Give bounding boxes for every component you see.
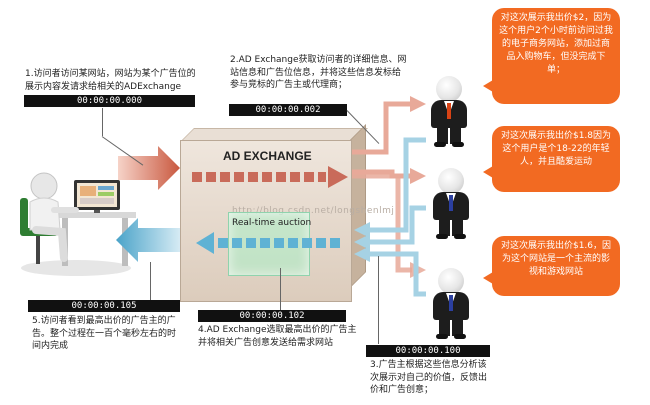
bid-bubble-1: 对这次展示我出价$2，因为这个用户2个小时前访问过我的电子商务网站，添加过商品入… bbox=[483, 8, 620, 104]
step-5-time: 00:00:00.105 bbox=[28, 300, 180, 312]
step-3-time: 00:00:00.100 bbox=[366, 345, 490, 357]
step-2-text: 2.AD Exchange获取访问者的详细信息、网站信息和广告位信息，并将这些信… bbox=[230, 55, 407, 90]
response-arrow-icon bbox=[116, 218, 180, 262]
dashed-request-arrow-icon bbox=[192, 166, 348, 188]
bid-fan-arrows-icon bbox=[352, 96, 426, 297]
advertiser-person-icon bbox=[432, 168, 472, 240]
bid-bubble-3: 对这次展示我出价$1.6，因为这个网站是一个主流的影视和游戏网站 bbox=[483, 236, 620, 296]
step-4-text: 4.AD Exchange选取最高出价的广告主并将相关广告创意发送给需求网站 bbox=[198, 325, 357, 348]
visitor-at-computer-icon bbox=[20, 172, 136, 276]
request-arrow-icon bbox=[118, 146, 180, 190]
step-5-text: 5.访问者看到最高出价的广告主的广告。整个过程在一百个毫秒左右的时间内完成 bbox=[32, 316, 177, 351]
advertiser-person-icon bbox=[432, 268, 472, 340]
step-3-text: 3.广告主根据这些信息分析该次展示对自己的价值，反馈出价和广告创意； bbox=[370, 360, 488, 395]
step-1-leader bbox=[102, 108, 103, 136]
step-1-time: 00:00:00.000 bbox=[24, 95, 195, 107]
step-3-leader bbox=[378, 256, 379, 344]
advertiser-person-icon bbox=[430, 76, 470, 148]
step-1-text: 1.访问者访问某网站，网站为某个广告位的展示内容发请求给相关的ADExchang… bbox=[25, 69, 196, 92]
box-title: AD EXCHANGE bbox=[223, 149, 312, 163]
step-2-time: 00:00:00.002 bbox=[229, 104, 347, 116]
bid-bubble-2: 对这次展示我出价$1.8因为这个用户是个18-22的年轻人，并且酷爱运动 bbox=[483, 126, 620, 192]
step-4-leader bbox=[280, 268, 281, 310]
step-5-leader bbox=[150, 262, 151, 300]
watermark: http://blog.csdn.net/longshenlmj bbox=[232, 206, 395, 216]
auction-label: Real-time auction bbox=[232, 218, 312, 228]
dashed-response-arrow-icon bbox=[196, 232, 340, 254]
step-4-time: 00:00:00.102 bbox=[198, 310, 346, 322]
